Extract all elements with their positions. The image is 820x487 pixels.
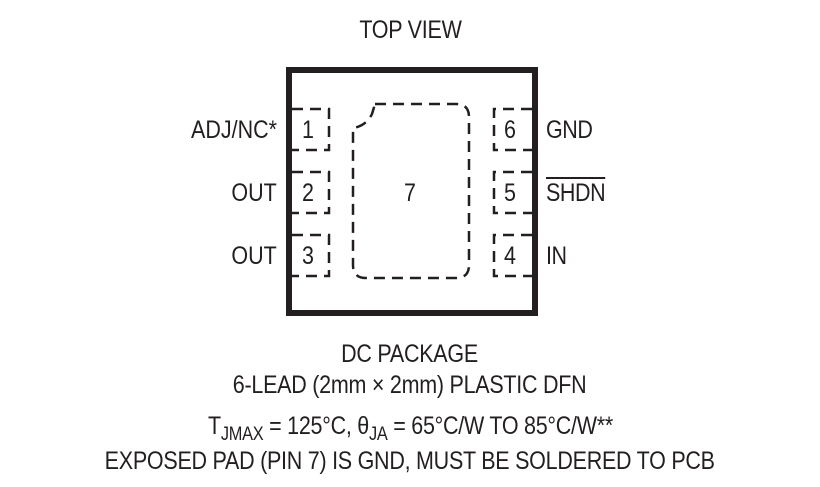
package-name: DC PACKAGE (0, 342, 820, 367)
pin-5-label: SHDN (546, 179, 606, 207)
package-description-text: 6-LEAD (2mm × 2mm) PLASTIC DFN (233, 371, 587, 399)
tj-value: = 125°C, (262, 412, 357, 440)
pin-5-number: 5 (504, 179, 516, 207)
pin-5-pad (492, 170, 532, 215)
pin-6-label: GND (546, 116, 593, 144)
package-description: 6-LEAD (2mm × 2mm) PLASTIC DFN (0, 373, 820, 398)
thermal-spec: TJMAX = 125°C, θJA = 65°C/W TO 85°C/W** (0, 412, 820, 445)
pin-2-pad (292, 170, 331, 215)
tj-subscript: JMAX (220, 424, 263, 445)
pin-6-pad (492, 107, 532, 152)
note-text: EXPOSED PAD (PIN 7) IS GND, MUST BE SOLD… (104, 447, 716, 475)
pad-7-number: 7 (404, 179, 416, 207)
pin-2-number: 2 (302, 179, 314, 207)
theta-subscript: JA (368, 424, 388, 445)
package-body (286, 67, 538, 316)
pin-3-number: 3 (302, 242, 314, 270)
theta-symbol: θ (356, 412, 369, 440)
pin-1-pad (292, 107, 331, 152)
pin-1-number: 1 (302, 116, 314, 144)
pin-3-label: OUT (231, 242, 277, 270)
pin-4-label: IN (546, 242, 567, 270)
diagram-title: TOP VIEW (0, 18, 820, 43)
tj-symbol: T (207, 412, 221, 440)
pin-2-label: OUT (231, 179, 277, 207)
exposed-pad-7 (351, 102, 471, 280)
exposed-pad-note: EXPOSED PAD (PIN 7) IS GND, MUST BE SOLD… (0, 449, 820, 474)
title-text: TOP VIEW (358, 16, 462, 44)
pin-3-pad (292, 233, 331, 278)
package-name-text: DC PACKAGE (341, 340, 479, 368)
pin-4-number: 4 (504, 242, 516, 270)
theta-value: = 65°C/W TO 85°C/W** (387, 412, 613, 440)
pin-6-number: 6 (504, 116, 516, 144)
pin-1-label: ADJ/NC* (190, 116, 277, 144)
pin-4-pad (492, 233, 532, 278)
thermal-spec-text: TJMAX = 125°C, θJA = 65°C/W TO 85°C/W** (207, 412, 613, 445)
